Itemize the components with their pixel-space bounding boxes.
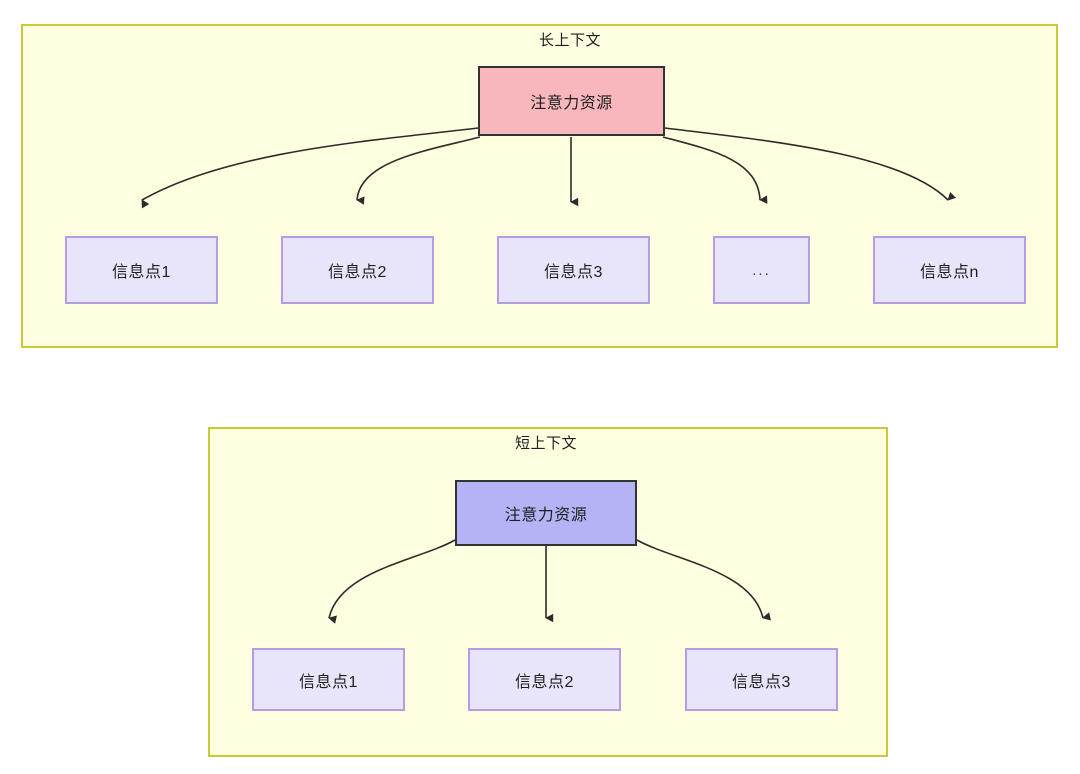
- attention-resource-long[interactable]: 注意力资源: [478, 66, 665, 136]
- info-node-long-n[interactable]: 信息点n: [873, 236, 1026, 304]
- panel-long-context-title: 长上下文: [538, 32, 601, 49]
- info-node-short-2[interactable]: 信息点2: [468, 648, 621, 711]
- info-node-long-ellipsis[interactable]: ...: [713, 236, 810, 304]
- info-node-long-3[interactable]: 信息点3: [497, 236, 650, 304]
- info-node-long-1[interactable]: 信息点1: [65, 236, 218, 304]
- info-node-long-2[interactable]: 信息点2: [281, 236, 434, 304]
- panel-short-context-title: 短上下文: [514, 435, 577, 452]
- info-node-short-3[interactable]: 信息点3: [685, 648, 838, 711]
- info-node-short-1[interactable]: 信息点1: [252, 648, 405, 711]
- attention-resource-short[interactable]: 注意力资源: [455, 480, 637, 546]
